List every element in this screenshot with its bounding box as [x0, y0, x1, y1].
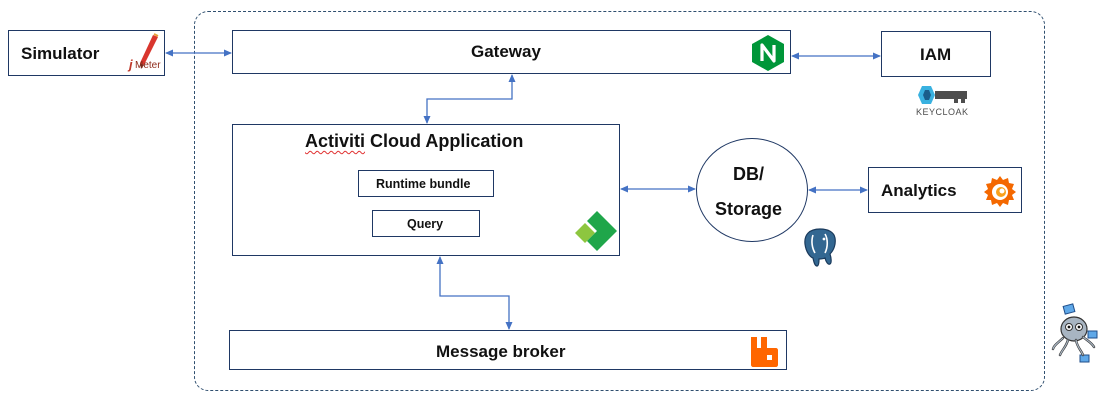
simulator-node[interactable]: Simulator j Meter [8, 30, 165, 76]
activiti-cloud-application-node[interactable]: Activiti Cloud Application Runtime bundl… [232, 124, 620, 256]
arrow-activiti-broker [436, 256, 513, 330]
runtime-bundle-label: Runtime bundle [376, 177, 471, 191]
analytics-label: Analytics [881, 181, 957, 200]
jmeter-icon: j Meter [127, 33, 165, 75]
activiti-icon [573, 211, 619, 258]
postgresql-icon [801, 226, 839, 273]
kubernetes-octopus-icon [1050, 303, 1100, 370]
cluster-boundary [194, 11, 1045, 391]
activiti-word: Activiti [305, 131, 366, 151]
arrow-gateway-activiti [423, 74, 516, 124]
keycloak-text: KEYCLOAK [916, 107, 969, 117]
message-broker-label: Message broker [436, 342, 566, 361]
db-label-line1: DB/ [733, 164, 764, 184]
iam-node[interactable]: IAM [881, 31, 991, 77]
analytics-node[interactable]: Analytics [868, 167, 1022, 213]
runtime-bundle-node[interactable]: Runtime bundle [358, 170, 494, 197]
message-broker-node[interactable]: Message broker [229, 330, 787, 370]
db-label-line2: Storage [715, 199, 783, 219]
query-label: Query [407, 217, 444, 231]
nginx-icon [751, 34, 785, 77]
rabbitmq-icon [748, 335, 780, 372]
jmeter-text: Meter [135, 60, 161, 71]
jmeter-j: j [129, 57, 133, 72]
query-node[interactable]: Query [372, 210, 480, 237]
keycloak-icon: KEYCLOAK [914, 83, 970, 121]
gateway-label: Gateway [471, 42, 541, 61]
simulator-label: Simulator [21, 44, 100, 63]
activiti-app-title: Activiti Cloud Application [305, 131, 523, 152]
gateway-node[interactable]: Gateway [232, 30, 791, 74]
iam-label: IAM [920, 45, 952, 64]
activiti-app-suffix: Cloud Application [365, 131, 524, 151]
grafana-icon [982, 173, 1018, 214]
db-storage-node[interactable]: DB/ Storage [696, 138, 808, 242]
